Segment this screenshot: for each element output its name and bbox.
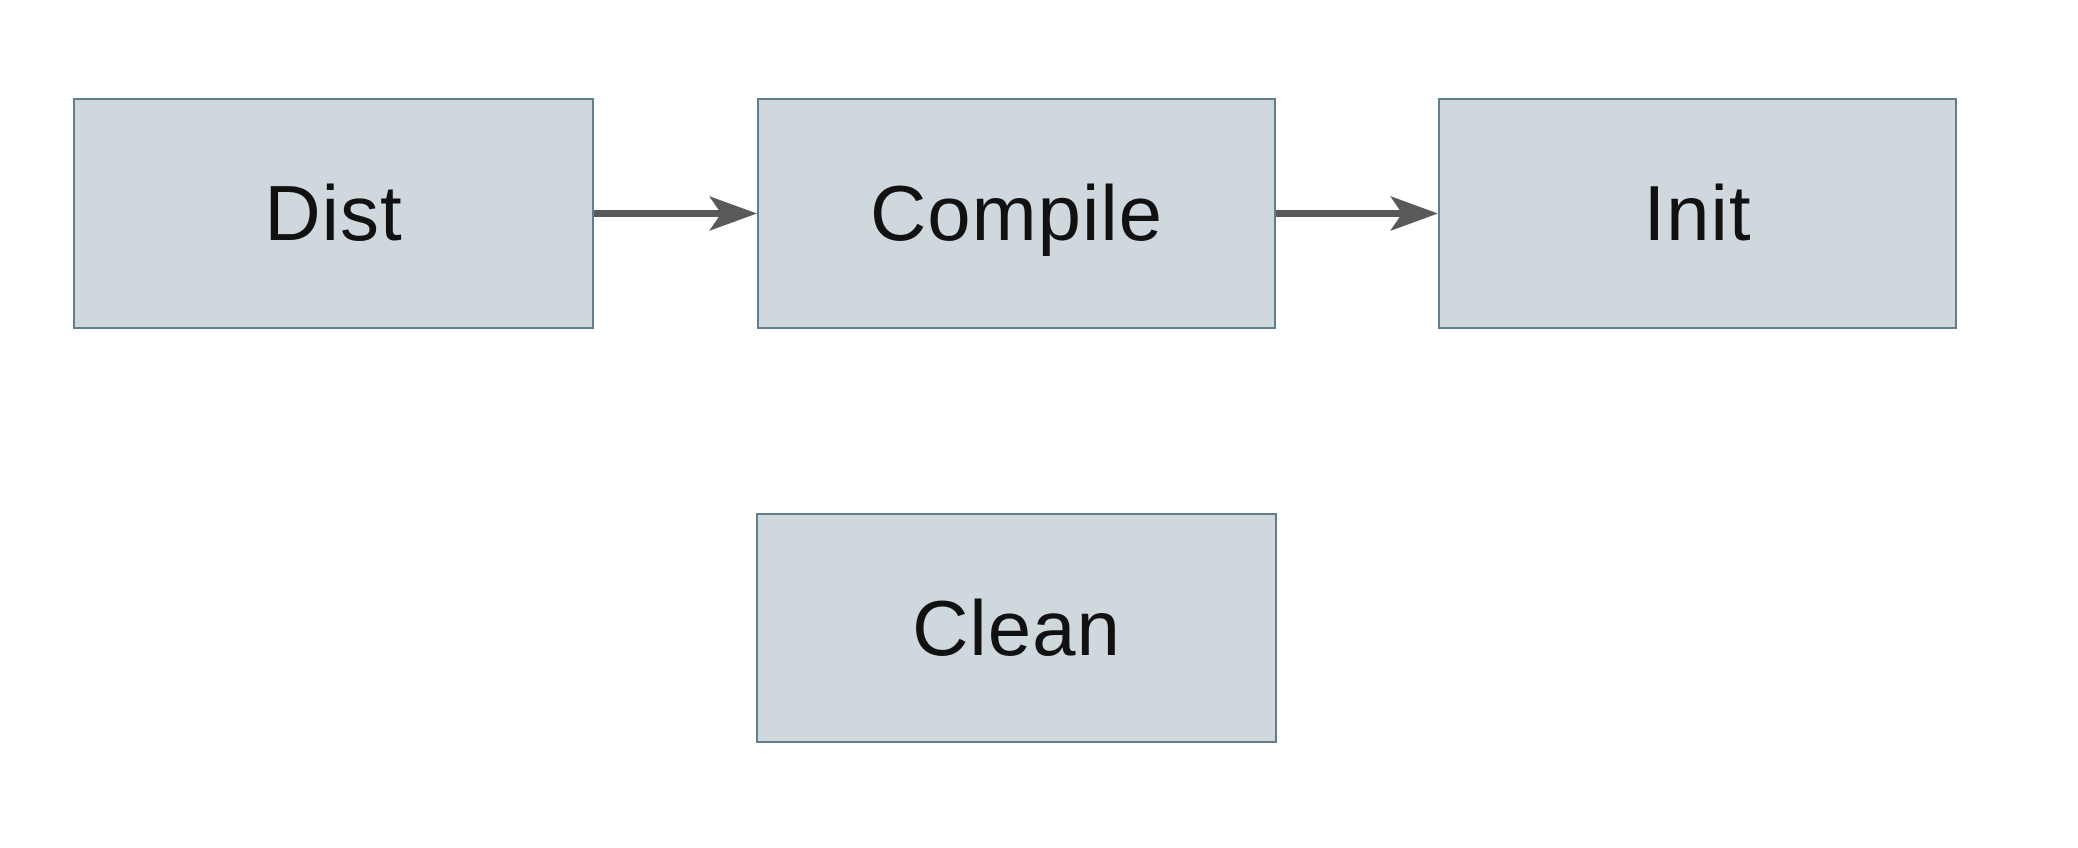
arrow-compile-to-init <box>1276 196 1438 231</box>
arrowhead-icon <box>709 196 757 231</box>
node-init[interactable]: Init <box>1438 98 1957 329</box>
node-clean[interactable]: Clean <box>756 513 1277 743</box>
node-dist-label: Dist <box>264 169 403 257</box>
arrowhead-icon <box>1390 196 1438 231</box>
arrow-dist-to-compile <box>594 196 757 231</box>
node-init-label: Init <box>1643 169 1752 257</box>
node-compile-label: Compile <box>869 169 1164 257</box>
node-clean-label: Clean <box>912 583 1121 672</box>
node-dist[interactable]: Dist <box>73 98 594 329</box>
node-compile[interactable]: Compile <box>757 98 1276 329</box>
